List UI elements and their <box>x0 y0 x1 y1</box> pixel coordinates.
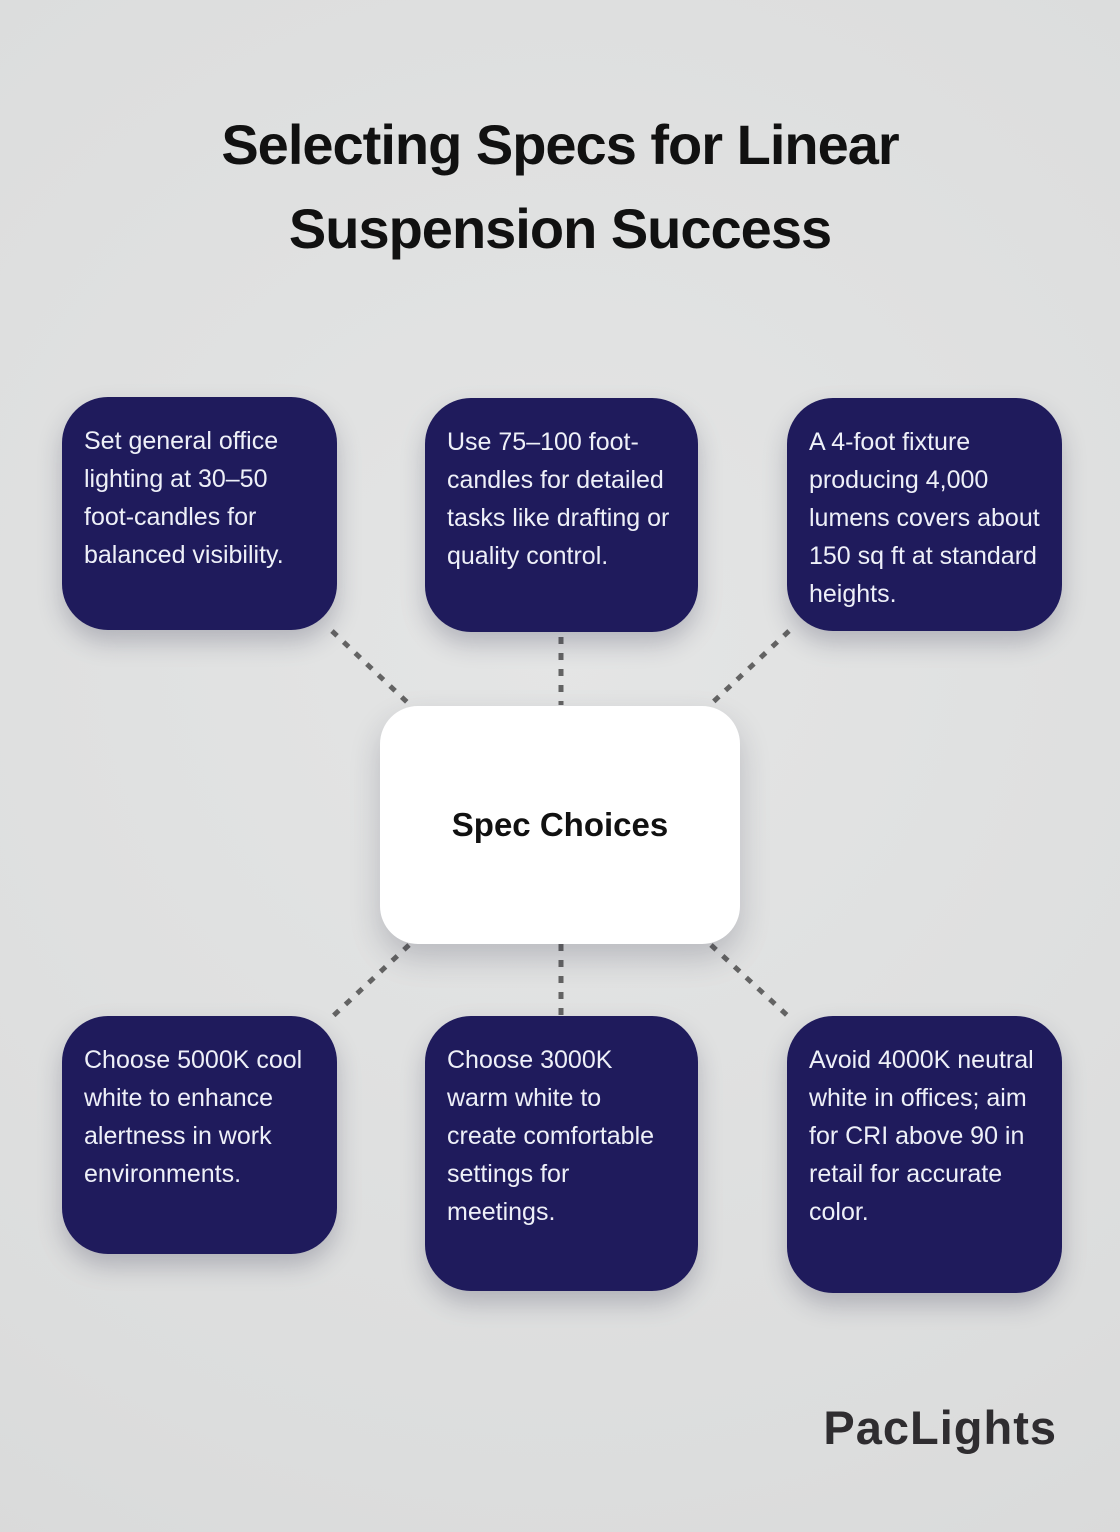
card-top-right-text: A 4-foot fixture producing 4,000 lumens … <box>809 428 1040 608</box>
page-title-line-1: Selecting Specs for Linear <box>221 113 899 176</box>
card-top-left-text: Set general office lighting at 30–50 foo… <box>84 427 284 569</box>
card-top-center: Use 75–100 foot-candles for detailed tas… <box>425 398 698 632</box>
connector-bottom-right-line <box>709 943 791 1019</box>
card-bottom-center: Choose 3000K warm white to create comfor… <box>425 1016 698 1291</box>
card-bottom-right: Avoid 4000K neutral white in offices; ai… <box>787 1016 1062 1293</box>
card-top-center-text: Use 75–100 foot-candles for detailed tas… <box>447 428 670 570</box>
card-bottom-right-text: Avoid 4000K neutral white in offices; ai… <box>809 1046 1034 1226</box>
card-bottom-left: Choose 5000K cool white to enhance alert… <box>62 1016 337 1254</box>
connector-top-left-line <box>330 629 411 706</box>
center-node: Spec Choices <box>380 706 740 944</box>
card-top-right: A 4-foot fixture producing 4,000 lumens … <box>787 398 1062 631</box>
connector-top-right-line <box>709 629 791 706</box>
card-bottom-left-text: Choose 5000K cool white to enhance alert… <box>84 1046 303 1188</box>
card-bottom-center-text: Choose 3000K warm white to create comfor… <box>447 1046 655 1226</box>
page-title-line-2: Suspension Success <box>288 197 832 260</box>
card-top-left: Set general office lighting at 30–50 foo… <box>62 397 337 630</box>
page-title: Selecting Specs for Linear Suspension Su… <box>0 103 1120 271</box>
connector-bottom-left-line <box>330 943 411 1019</box>
paclights-logo: PacLights <box>823 1401 1057 1454</box>
center-node-label: Spec Choices <box>451 806 669 843</box>
